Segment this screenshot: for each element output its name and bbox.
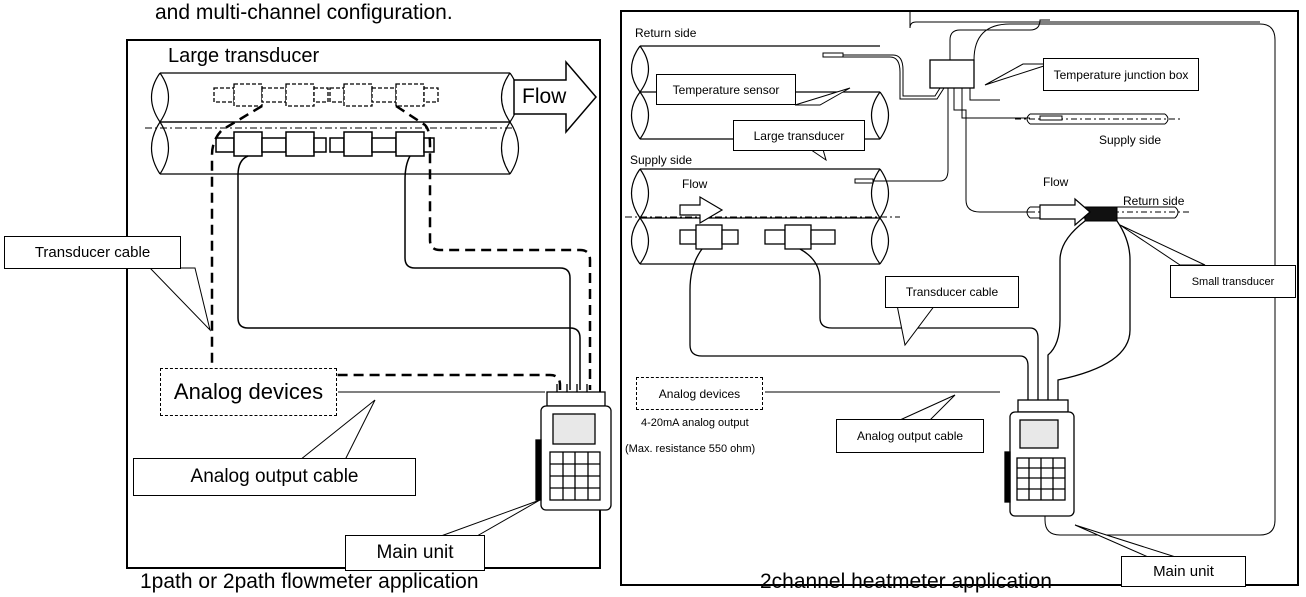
temperature-sensor-probe-lower (854, 178, 874, 184)
right-flow-arrow-small (1039, 197, 1091, 227)
analog-output-spec-label: 4-20mA analog output (641, 417, 749, 429)
temperature-sensor-probe-upper (822, 52, 844, 58)
right-large-transducer-2 (764, 224, 836, 250)
right-wire-top (909, 12, 1260, 29)
left-transducer-cable-callout: Transducer cable (4, 236, 181, 269)
right-transducer-cable-callout: Transducer cable (885, 276, 1019, 308)
right-main-unit-callout: Main unit (1121, 556, 1246, 587)
small-transducer-body (1084, 206, 1118, 222)
left-flow-label: Flow (522, 85, 567, 108)
right-panel (620, 10, 1299, 586)
left-callout-pointers (148, 267, 541, 541)
left-main-unit (535, 384, 612, 511)
left-panel (126, 39, 612, 569)
left-transducer-dashed-1 (213, 83, 329, 107)
right-transducer-cables (689, 220, 1131, 400)
right-main-unit (1004, 399, 1075, 517)
left-analog-devices-box: Analog devices (160, 368, 337, 416)
right-small-pipe-supply (1015, 113, 1180, 125)
left-flow-arrow (513, 59, 597, 135)
left-cables-solid (237, 155, 581, 390)
right-supply-side-right-label: Supply side (1099, 133, 1162, 147)
left-transducer-dashed-2 (329, 83, 439, 107)
right-large-transducer-callout: Large transducer (733, 120, 865, 151)
right-flow-arrow-large (679, 195, 724, 225)
right-supply-side-left-label: Supply side (630, 153, 693, 167)
right-analog-output-cable-callout: Analog output cable (836, 419, 984, 453)
temperature-junction-box-callout: Temperature junction box (1043, 58, 1199, 91)
max-resistance-label: (Max. resistance 550 ohm) (625, 443, 756, 455)
right-flow-right-label: Flow (1043, 175, 1069, 189)
right-return-side-right-label: Return side (1123, 194, 1185, 208)
right-panel-frame (620, 10, 1299, 586)
right-pipe-lower (630, 168, 890, 265)
left-pipe-lower (150, 121, 520, 175)
left-panel-caption: 1path or 2path flowmeter application (140, 570, 479, 593)
small-transducer-callout: Small transducer (1170, 265, 1296, 298)
right-panel-caption: 2channel heatmeter application (760, 570, 1052, 593)
left-main-unit-callout: Main unit (345, 535, 485, 571)
left-transducer-solid-2 (329, 131, 435, 157)
right-return-side-top-label: Return side (635, 26, 697, 40)
left-analog-output-cable-callout: Analog output cable (133, 458, 416, 496)
temperature-junction-box (929, 59, 975, 89)
left-large-transducer-label: Large transducer (168, 45, 320, 67)
temperature-sensor-callout: Temperature sensor (656, 74, 796, 105)
right-analog-devices-box: Analog devices (636, 377, 763, 410)
left-transducer-solid-1 (215, 131, 327, 157)
top-caption: and multi-channel configuration. (155, 1, 453, 24)
right-flow-left-label: Flow (682, 177, 708, 191)
right-large-transducer-1 (679, 224, 739, 250)
right-sensor-wires (843, 19, 1050, 213)
